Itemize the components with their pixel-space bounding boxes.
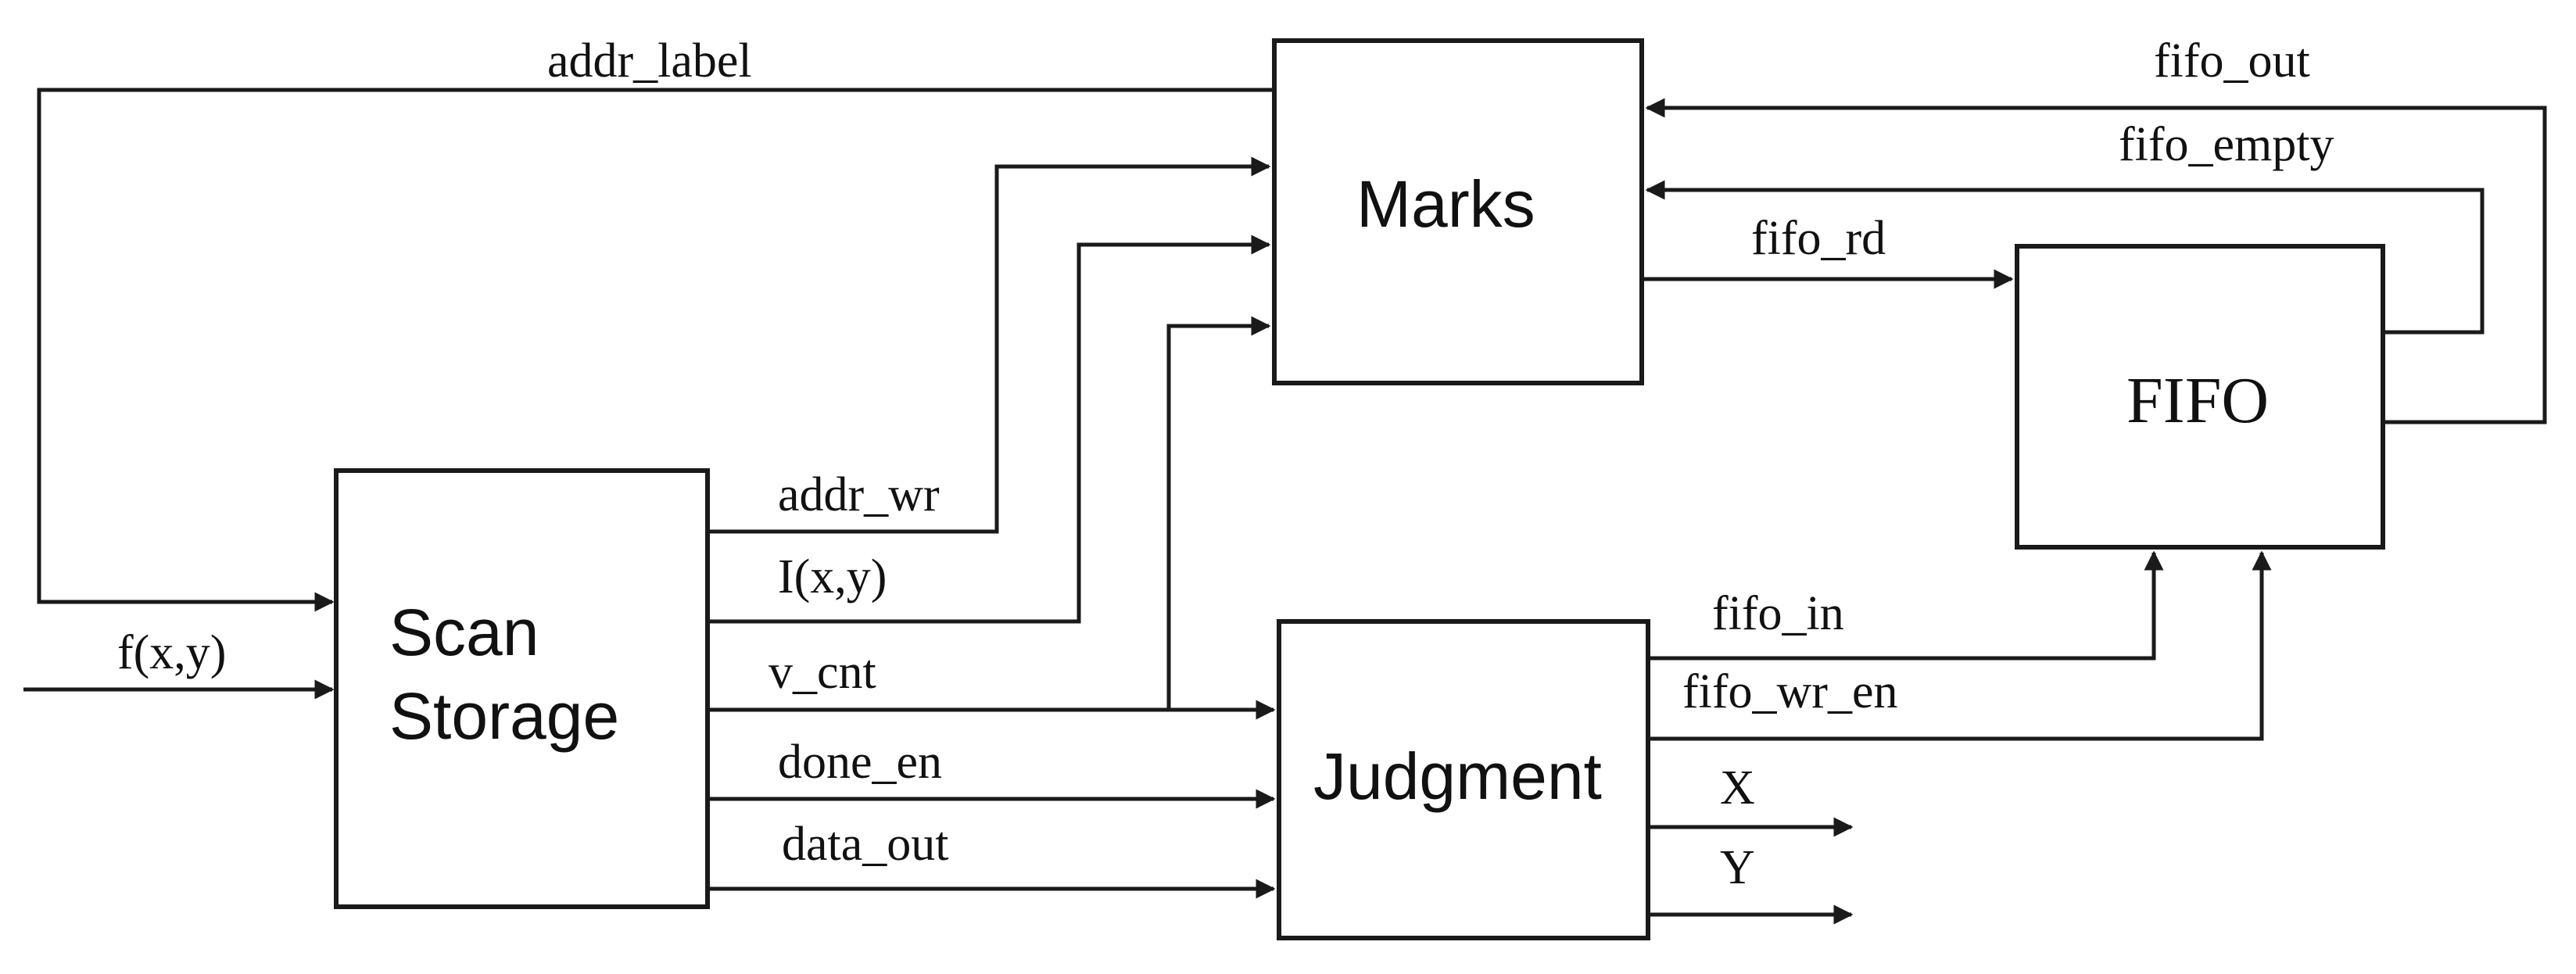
scan-storage-block: Scan Storage: [334, 468, 710, 909]
fifo-wr-en-wire: [1648, 550, 2272, 741]
addr-wr-text: addr_wr: [778, 468, 940, 521]
judgment-label: Judgment: [1313, 739, 1602, 813]
v-cnt-text: v_cnt: [769, 646, 876, 699]
fifo-empty-text: fifo_empty: [2119, 118, 2334, 171]
fifo-wr-en-text: fifo_wr_en: [1682, 665, 1897, 718]
fifo-out-wire: [1645, 98, 2547, 424]
fifo-in-text: fifo_in: [1712, 587, 1844, 640]
fifo-block: FIFO: [2015, 244, 2385, 550]
addr-label-text: addr_label: [547, 34, 752, 88]
f-xy-text: f(x,y): [117, 626, 226, 679]
marks-block: Marks: [1272, 38, 1644, 385]
judgment-block: Judgment: [1277, 619, 1650, 940]
data-out-text: data_out: [782, 818, 949, 871]
fifo-out-text: fifo_out: [2154, 34, 2310, 88]
scan-storage-label-line1: Scan: [389, 596, 539, 669]
x-output-text: X: [1720, 761, 1755, 815]
y-output-text: Y: [1720, 841, 1755, 894]
v-cnt-branch-wire: [1166, 316, 1271, 710]
i-xy-text: I(x,y): [778, 550, 887, 603]
fifo-in-wire: [1648, 550, 2164, 661]
fifo-rd-text: fifo_rd: [1751, 212, 1886, 265]
fifo-empty-wire: [1645, 180, 2485, 335]
marks-label: Marks: [1356, 167, 1535, 241]
fifo-label: FIFO: [2126, 364, 2269, 437]
scan-storage-label-line2: Storage: [389, 679, 619, 753]
i-xy-wire: [708, 235, 1271, 624]
done-en-text: done_en: [778, 736, 942, 789]
addr-wr-wire: [708, 156, 1271, 534]
addr-label-wire: [37, 88, 1274, 612]
